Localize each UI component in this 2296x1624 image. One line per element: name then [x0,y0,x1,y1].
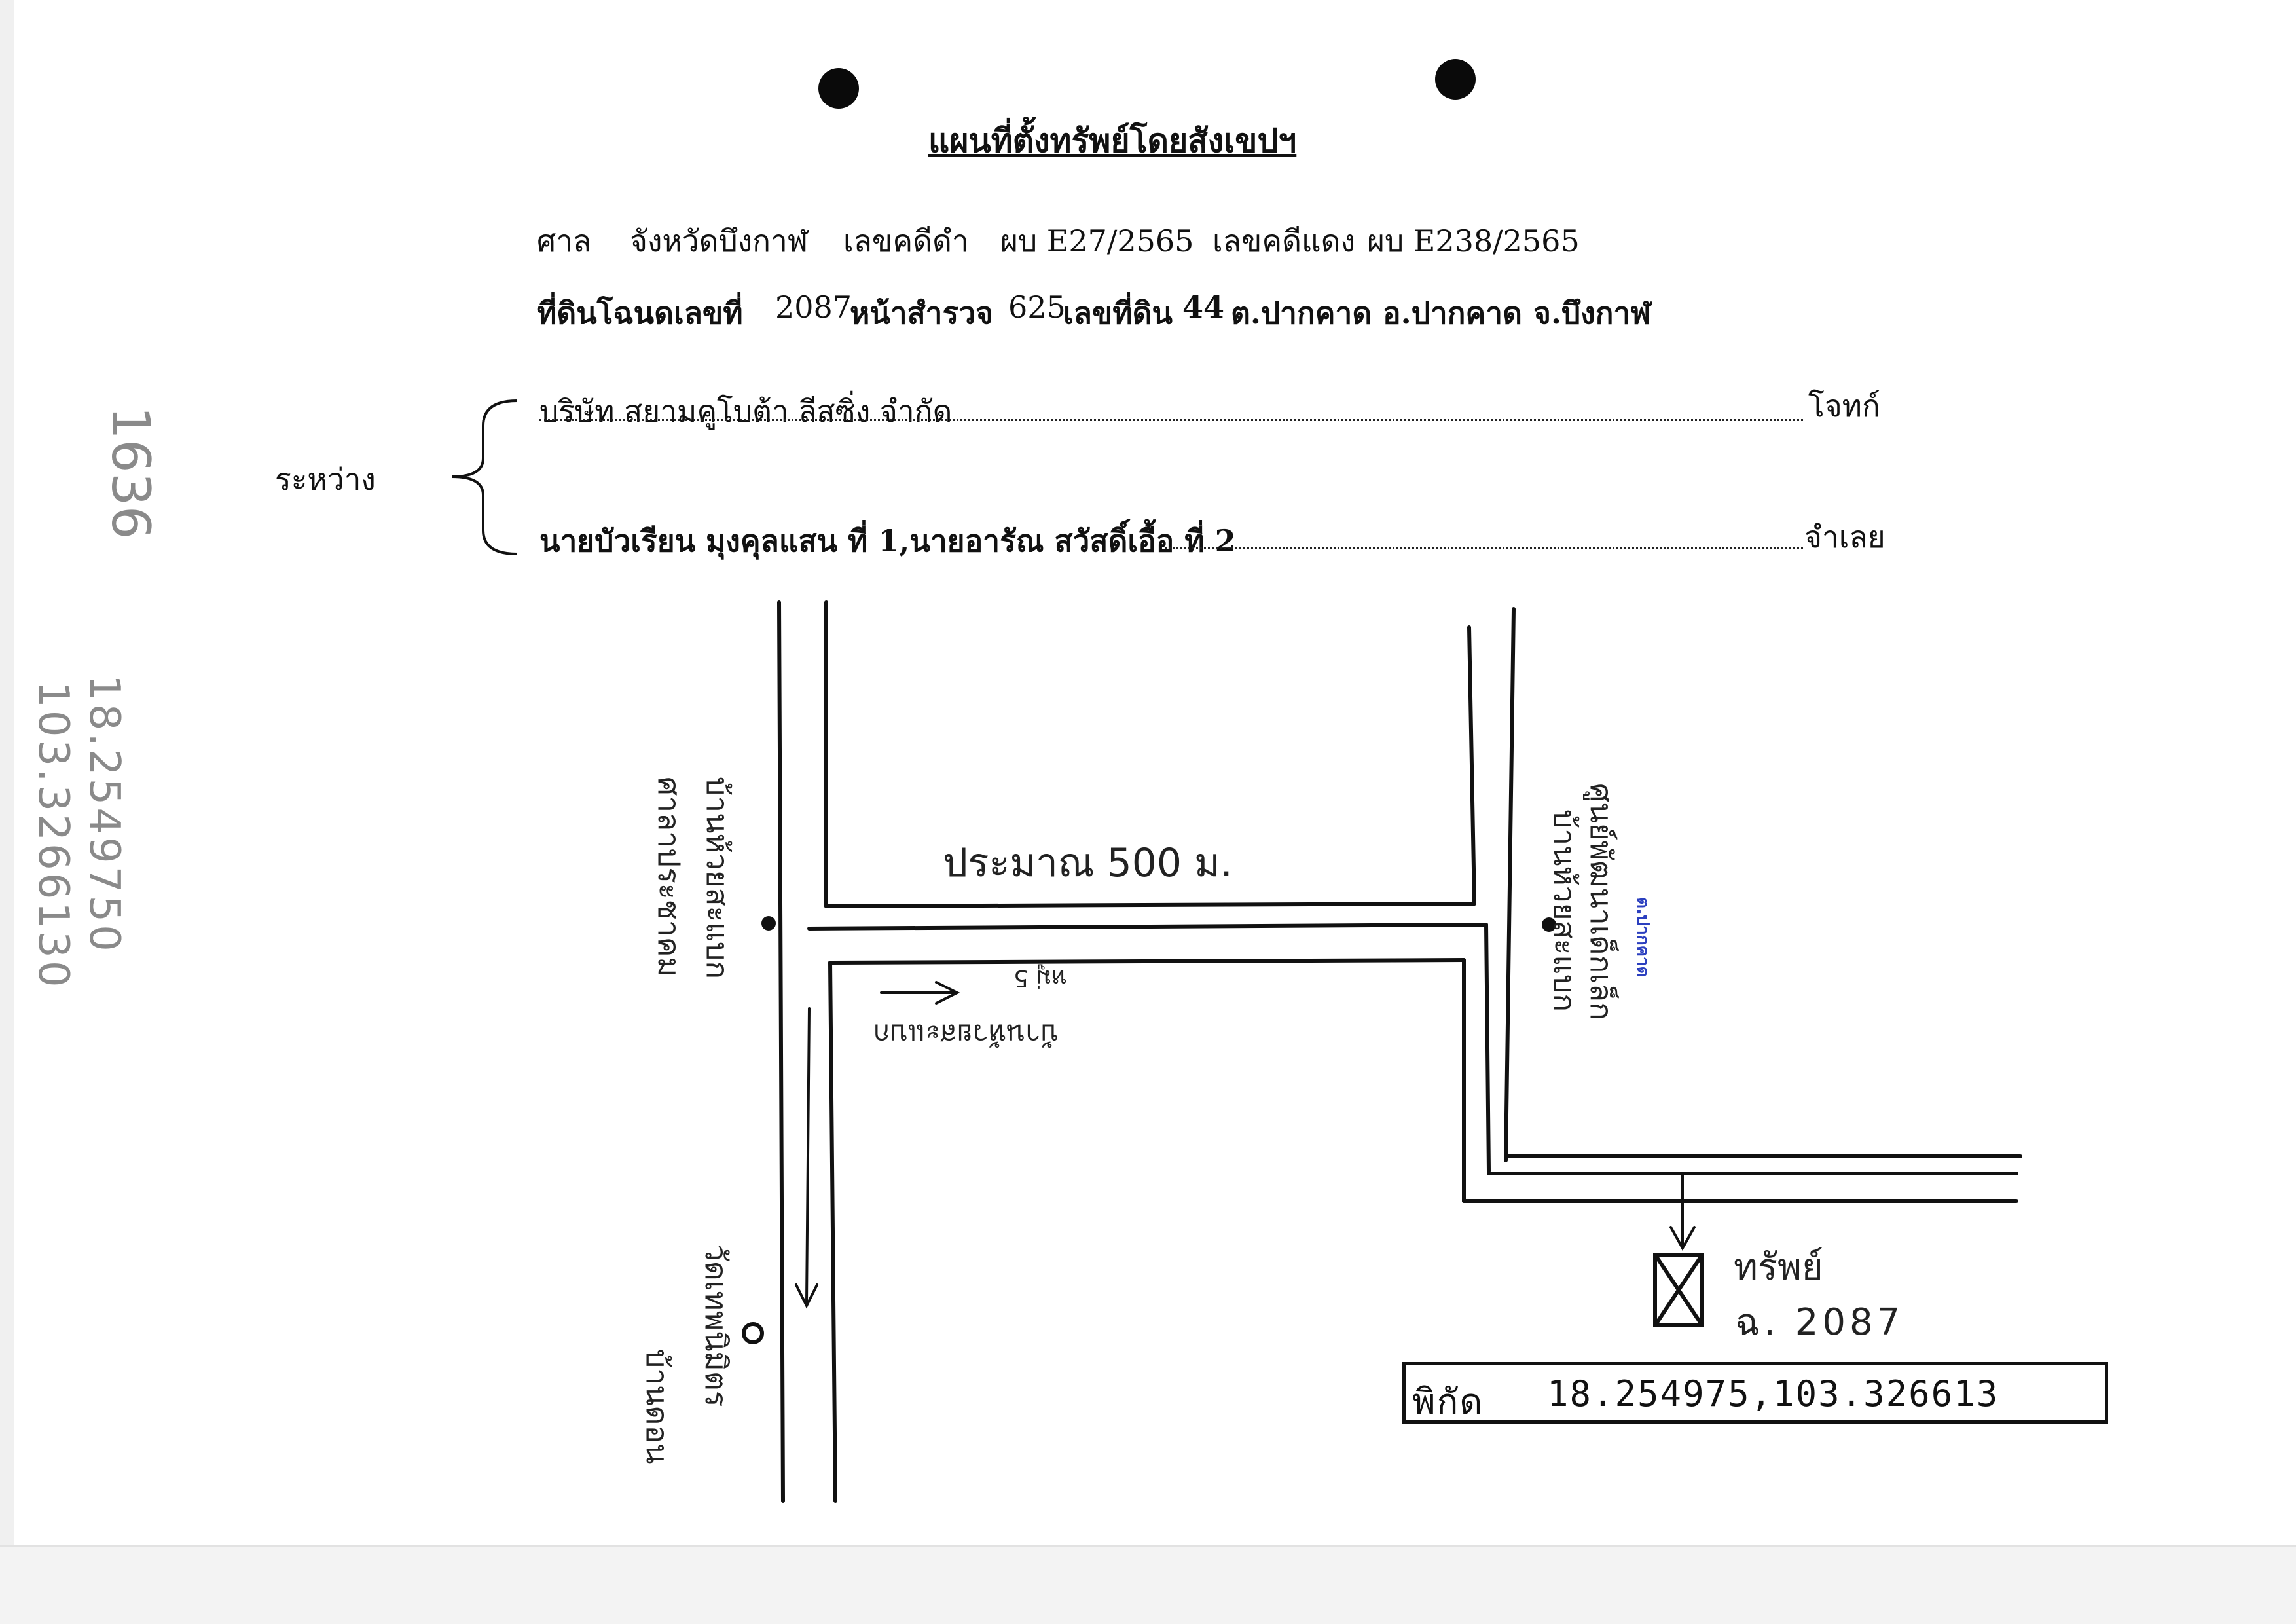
arrow-left-head [795,1283,818,1309]
arrow-center-head [935,981,960,1005]
plaintiff-role: โจทก์ [1808,388,1880,424]
landmark-center: บ้านห้วยสะแบก [873,1018,1059,1050]
defendant-role: จำเลย [1804,519,1886,555]
landmark-left-top: บ้านห้วยสะแบก [700,777,735,980]
land-deed-label: ที่ดินโฉนดเลขที่ [537,295,743,331]
road-right-outer-top [1467,625,1476,906]
land-no-value: 44 [1182,289,1225,325]
coordinates-value: 18.254975,103.326613 [1547,1373,1999,1414]
pencil-code: 1636 [100,406,161,540]
black-case-label: เลขคดีดำ [843,223,969,259]
pencil-lat: 18.2549750 [80,674,128,954]
road-right-inner [1504,607,1516,1162]
plaintiff-name: บริษัท สยามคูโบต้า ลีสซิ่ง จำกัด [539,394,953,429]
defendant-dotted-line [1165,547,1803,549]
pencil-lon: 103.3266130 [29,681,77,990]
coordinates-label: พิกัด [1412,1381,1484,1422]
land-deed-value: 2087 [775,289,852,325]
landmark-center-2: หมู่ 5 [1013,965,1067,991]
blue-stamp: ต.ปากคาด [1633,897,1652,978]
scan-bottom-strip [0,1545,2296,1624]
property-marker [1653,1253,1704,1327]
arrow-property-head [1669,1226,1696,1251]
road-mid-lower [828,958,1466,965]
defendant-name: นายบัวเรียน มุงคุลแสน ที่ 1,นายอารัณ สวั… [539,523,1236,559]
plaintiff-dotted-line [539,419,1803,421]
property-deed: ฉ. 2087 [1735,1301,1904,1344]
court-label: ศาล [537,223,592,259]
road-right-mid [1484,923,1491,1173]
scan-edge [0,0,14,1545]
property-label: ทรัพย์ [1734,1246,1823,1289]
punch-hole-left [818,68,859,109]
road-mid-upper [807,923,1488,931]
landmark-left-bottom-2: บ้านดอน [640,1349,675,1464]
survey-label: หน้าสำรวจ [850,295,993,331]
punch-hole-right [1435,59,1476,100]
coordinates-box: พิกัด 18.254975,103.326613 [1402,1362,2108,1424]
court-value: จังหวัดบึงกาฬ [630,223,809,259]
landmark-dot-right [1542,917,1556,932]
survey-value: 625 [1008,289,1066,325]
road-left-outer [777,600,785,1503]
landmark-dot-left-top [761,916,776,931]
document-sheet [0,0,2296,1545]
red-case-value: ผบ E238/2565 [1367,223,1580,259]
arrow-left-line [805,1007,811,1304]
road-mid-top [824,902,1476,908]
between-label: ระหว่าง [275,462,376,497]
landmark-dot-left-bottom [742,1322,764,1344]
distance-label: ประมาณ 500 ม. [943,840,1233,886]
landmark-right-2: บ้านห้วยสะแบก [1547,809,1582,1012]
subdistrict: ต.ปากคาด [1231,295,1372,331]
land-no-label: เลขที่ดิน [1063,295,1173,331]
road-left-inner-bottom [828,961,837,1503]
red-case-label: เลขคดีแดง [1212,223,1355,259]
document-title: แผนที่ตั้งทรัพย์โดยสังเขปฯ [928,121,1297,160]
black-case-value: ผบ E27/2565 [1000,223,1194,259]
landmark-left-bottom: วัดเทพนิมิตร [699,1244,734,1407]
district: อ.ปากคาด [1383,295,1522,331]
province: จ.บึงกาฬ [1533,295,1651,331]
landmark-left-top-2: ศาลาประชาคม [651,777,687,977]
